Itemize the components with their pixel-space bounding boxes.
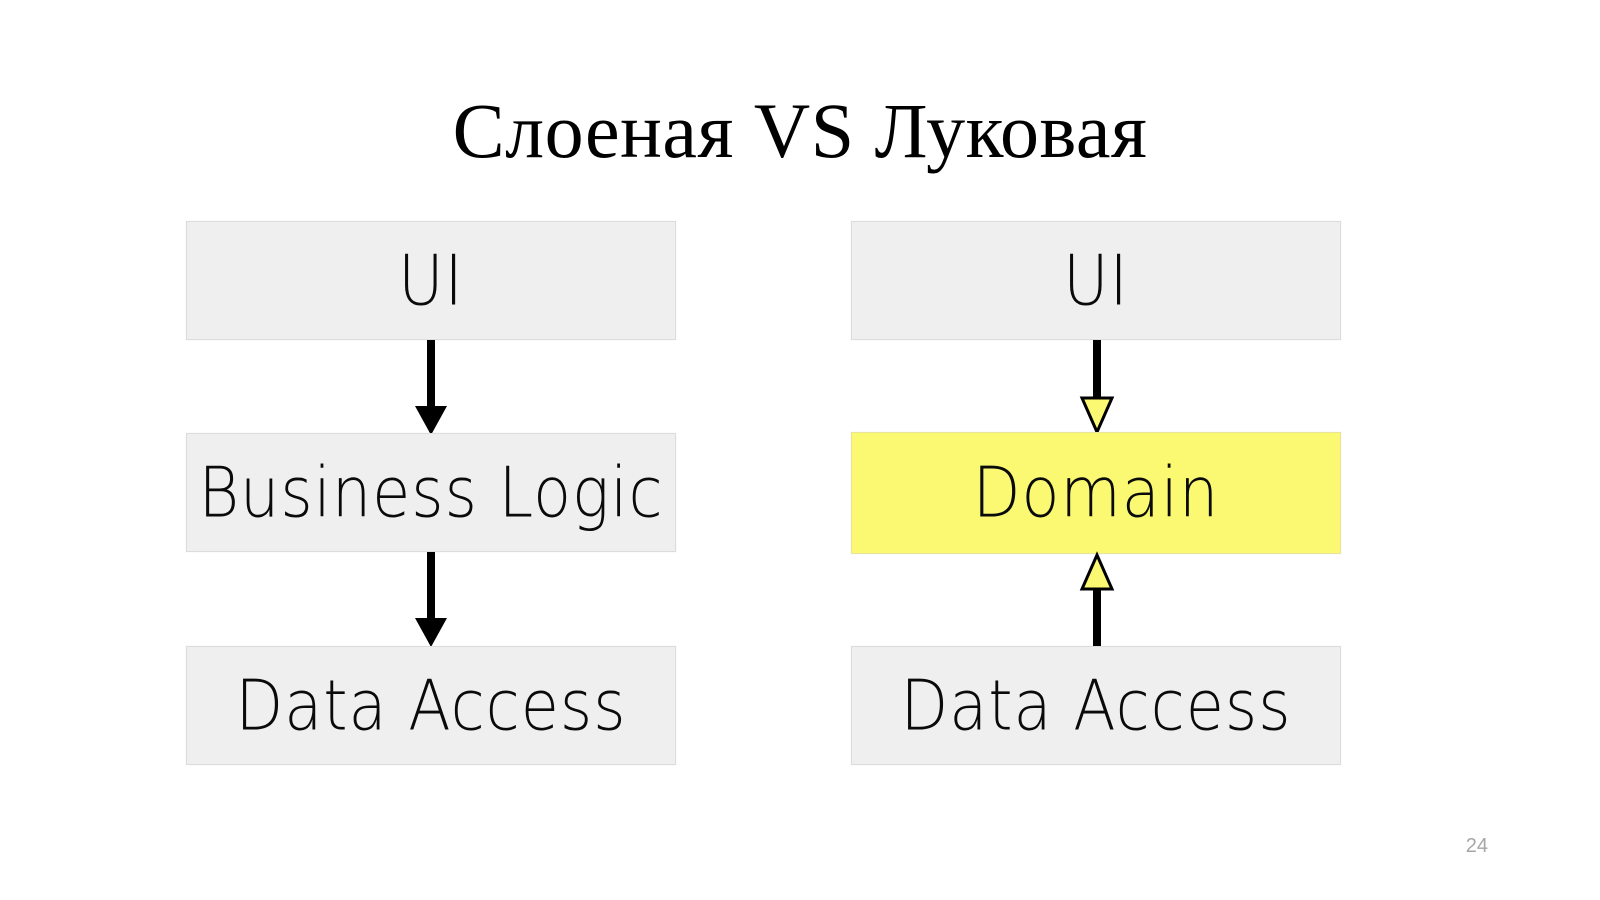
layer-label: UI xyxy=(1063,239,1129,321)
layer-box-data-access-layered[interactable]: Data Access xyxy=(186,646,676,765)
arrow-head-down-icon xyxy=(415,406,447,435)
arrow-down-outlined-icon xyxy=(1079,340,1115,436)
arrow-ui-to-business-logic xyxy=(411,340,451,435)
arrow-up-outlined-icon xyxy=(1079,551,1115,648)
arrow-ui-to-domain xyxy=(1077,340,1117,436)
layer-box-ui-onion[interactable]: UI xyxy=(851,221,1341,340)
arrow-data-access-to-domain xyxy=(1077,551,1117,648)
layered-architecture-column: UI Business Logic Data Access xyxy=(160,0,720,900)
layer-box-data-access-onion[interactable]: Data Access xyxy=(851,646,1341,765)
layer-box-business-logic[interactable]: Business Logic xyxy=(186,433,676,552)
arrow-shaft xyxy=(427,340,435,406)
layer-label: Domain xyxy=(972,451,1220,534)
page-title: Слоеная VS Луковая xyxy=(452,87,1148,174)
onion-architecture-column: UI Domain Data Access xyxy=(825,0,1385,900)
layer-label: UI xyxy=(398,239,464,321)
arrow-head-down-icon xyxy=(415,618,447,647)
layer-label: Data Access xyxy=(235,664,627,746)
arrow-business-logic-to-data-access xyxy=(411,552,451,647)
layer-label: Business Logic xyxy=(198,451,664,533)
arrow-shaft xyxy=(427,552,435,618)
layer-box-ui-layered[interactable]: UI xyxy=(186,221,676,340)
layer-box-domain[interactable]: Domain xyxy=(851,432,1341,554)
layer-label: Data Access xyxy=(900,664,1292,746)
page-number: 24 xyxy=(1465,835,1488,857)
